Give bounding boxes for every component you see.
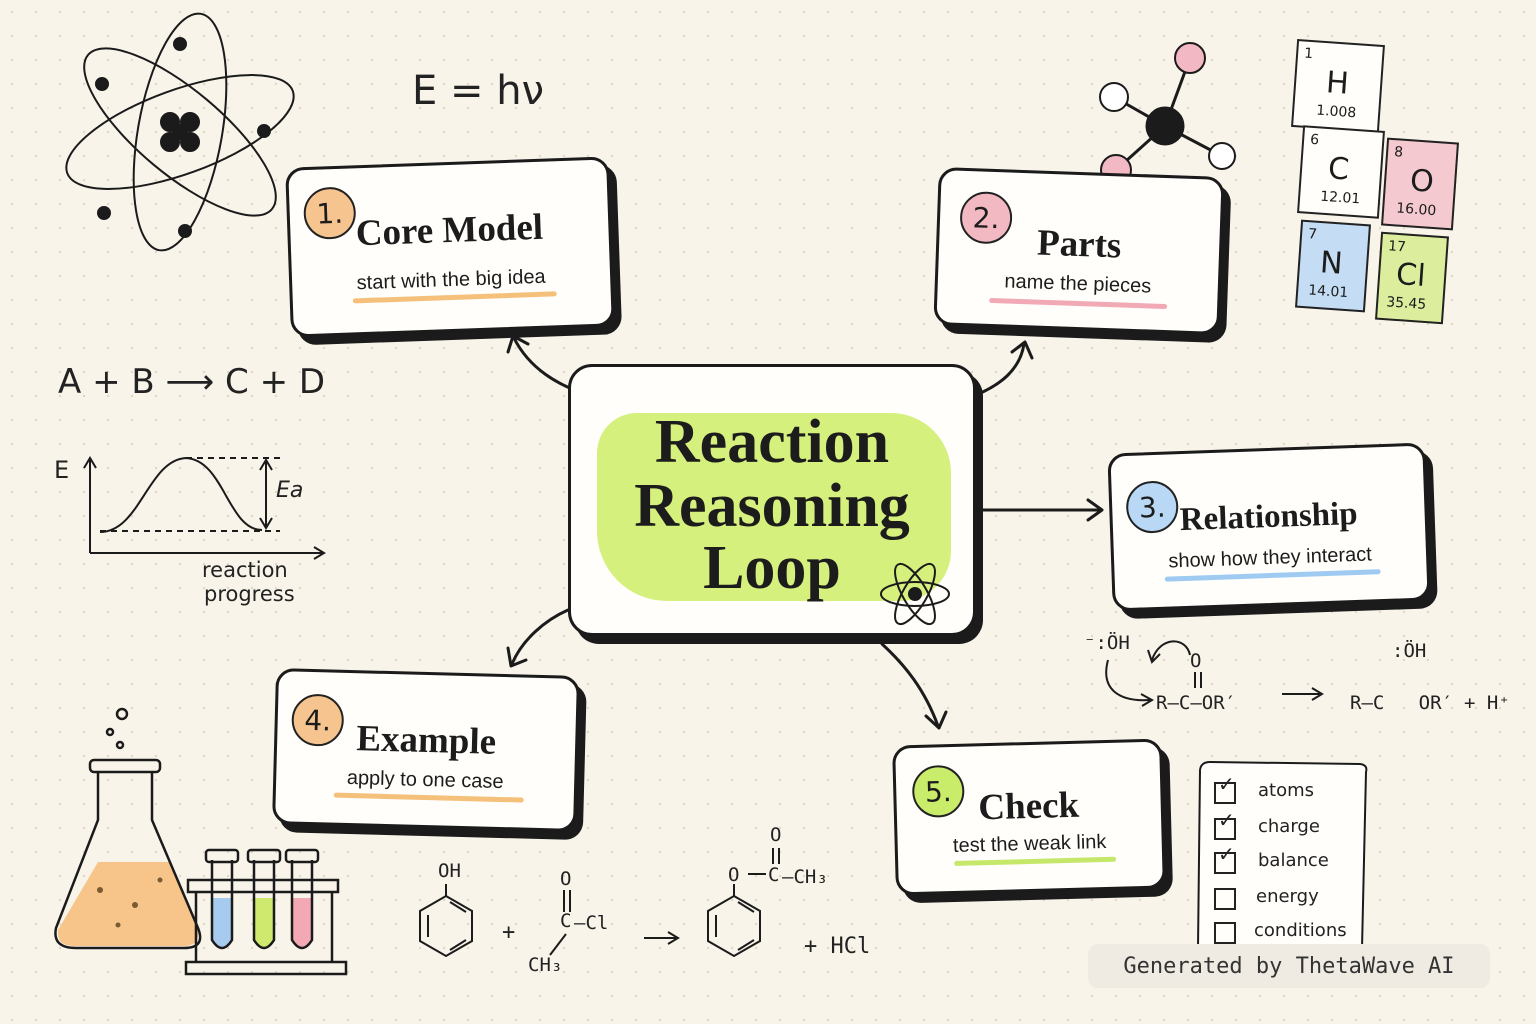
footer-text: Generated by ThetaWave AI — [1123, 953, 1455, 979]
checkbox-empty-icon[interactable] — [1214, 922, 1236, 944]
phenol-structure — [419, 884, 473, 958]
energy-diagram — [83, 456, 326, 560]
step-card-check[interactable]: 5. Check test the weak link — [892, 738, 1166, 896]
periodic-tile-c: 6 C 12.01 — [1297, 125, 1385, 219]
step-title-4: Example — [355, 718, 497, 763]
acylation-o-top: O — [560, 868, 572, 890]
atom-icon — [65, 12, 295, 252]
acylation-cl: –Cl — [574, 912, 609, 934]
acetyl-chloride-structure — [549, 890, 680, 956]
step-card-parts[interactable]: 2. Parts name the pieces — [933, 167, 1225, 335]
mechanism-carbonyl-o: O — [1190, 650, 1202, 672]
step-underline-2 — [989, 297, 1168, 310]
acylation-product-c: C — [768, 864, 780, 886]
reaction-equation: A + B ⟶ C + D — [58, 362, 326, 402]
step-underline-5 — [954, 856, 1117, 866]
acylation-plus-hcl: + HCl — [804, 934, 871, 959]
central-title-line1: Reaction — [654, 408, 890, 476]
checkbox-empty-icon[interactable] — [1214, 888, 1236, 910]
mechanism-nucleophile: ⁻:ÖH — [1084, 632, 1130, 654]
acylation-ch3: CH₃ — [528, 954, 563, 976]
check-mark-icon: ✓ — [1218, 842, 1235, 866]
reaction-progress-label-2: progress — [204, 582, 295, 606]
checklist-label: conditions — [1254, 920, 1347, 941]
step-subtitle-1: start with the big idea — [356, 265, 546, 295]
step-underline-4 — [333, 792, 524, 803]
checkbox-checked-icon[interactable] — [1214, 818, 1236, 840]
reaction-progress-label-1: reaction — [202, 558, 288, 582]
central-title-line2: Reasoning — [634, 472, 910, 540]
formula-energy: E = hν — [412, 68, 544, 114]
checklist: ✓ atoms ✓ charge ✓ balance energy condit… — [1214, 772, 1364, 948]
acylation-product-ch3: –CH₃ — [782, 866, 828, 888]
mechanism-product: R–C OR′ — [1350, 692, 1453, 714]
footer-watermark: Generated by ThetaWave AI — [1088, 944, 1490, 988]
step-card-relationship[interactable]: 3. Relationship show how they interact — [1107, 442, 1431, 612]
flask-icon — [54, 707, 202, 950]
acylation-product-o: O — [728, 864, 740, 886]
activation-energy-label: Ea — [276, 478, 304, 503]
step-subtitle-5: test the weak link — [952, 830, 1107, 857]
step-subtitle-4: apply to one case — [346, 766, 504, 794]
check-mark-icon: ✓ — [1218, 772, 1235, 796]
acylation-c: C — [560, 910, 572, 932]
periodic-tile-h: 1 H 1.008 — [1291, 39, 1385, 133]
periodic-tile-cl: 17 Cl 35.45 — [1375, 231, 1449, 325]
step-title-2: Parts — [1036, 222, 1123, 267]
phenyl-acetate-structure — [707, 848, 780, 958]
checkbox-checked-icon[interactable] — [1214, 852, 1236, 874]
acylation-plus: + — [502, 920, 516, 945]
molecule-icon — [1099, 42, 1236, 186]
test-tubes-icon — [184, 848, 348, 976]
acylation-product-o-top: O — [770, 824, 782, 846]
atom-icon-small — [880, 562, 950, 626]
checklist-label: balance — [1258, 850, 1329, 871]
mechanism-arrows — [1105, 640, 1324, 707]
checklist-label: charge — [1258, 816, 1320, 837]
mechanism-plus-h: + H⁺ — [1464, 692, 1510, 714]
mechanism-product-oh: :ÖH — [1392, 640, 1427, 662]
acylation-oh: OH — [438, 860, 461, 882]
periodic-tile-o: 8 O 16.00 — [1381, 137, 1459, 231]
highlight-blob — [597, 413, 951, 601]
checkbox-checked-icon[interactable] — [1214, 782, 1236, 804]
checklist-frame — [1197, 760, 1368, 949]
central-card[interactable]: Reaction Reasoning Loop — [568, 364, 976, 636]
step-title-5: Check — [977, 784, 1080, 829]
step-card-example[interactable]: 4. Example apply to one case — [272, 668, 580, 832]
step-card-core-model[interactable]: 1. Core Model start with the big idea — [285, 156, 615, 338]
checklist-label: atoms — [1258, 780, 1315, 801]
central-title-line3: Loop — [703, 534, 841, 602]
mechanism-ester: R–C–OR′ — [1156, 692, 1237, 714]
checklist-label: energy — [1256, 886, 1319, 907]
energy-axis-label: E — [54, 456, 70, 484]
check-mark-icon: ✓ — [1218, 808, 1235, 832]
periodic-tile-n: 7 N 14.01 — [1295, 219, 1371, 313]
step-subtitle-2: name the pieces — [1004, 270, 1152, 298]
